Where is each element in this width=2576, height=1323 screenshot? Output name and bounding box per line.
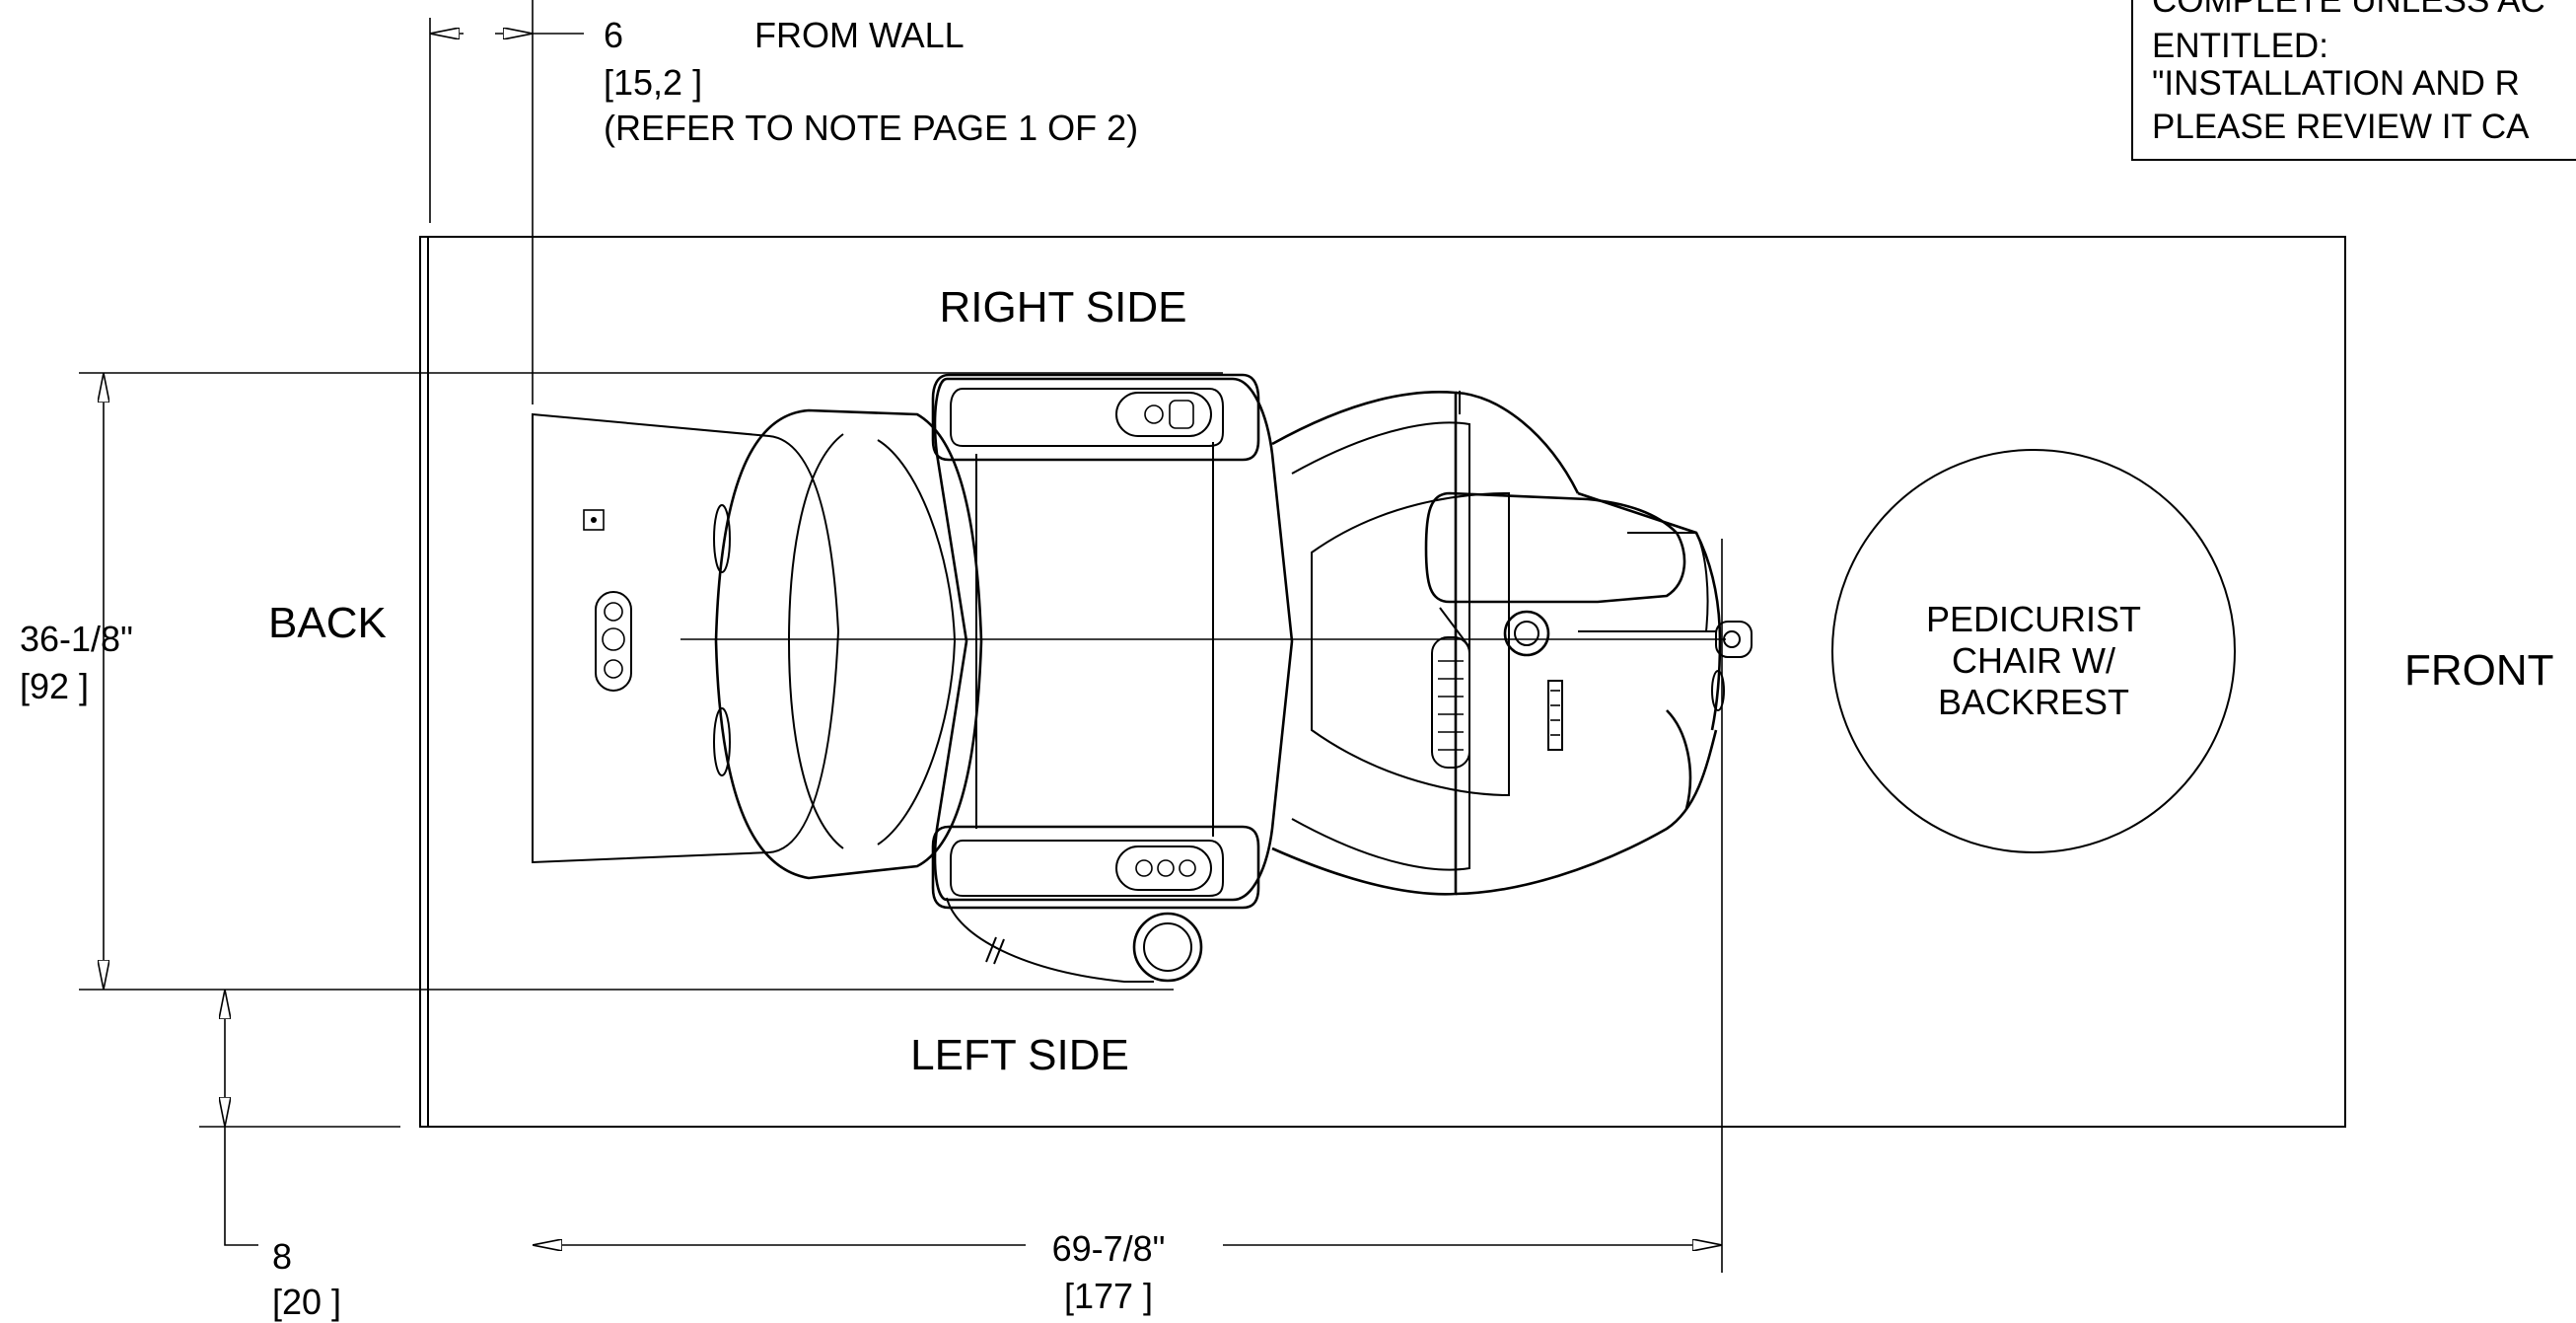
- right-armrest: [931, 373, 1260, 462]
- note-line-4: PLEASE REVIEW IT CA: [2152, 108, 2530, 146]
- chair-base-plate: [532, 412, 840, 864]
- note-line-3: "INSTALLATION AND R: [2152, 64, 2520, 103]
- pedicurist-chair-circle: [1831, 449, 2236, 853]
- width-dimension: 36-1/8" [92 ]: [20, 372, 1223, 991]
- length-dimension: 69-7/8" [177 ]: [533, 539, 1723, 1316]
- left-side-label: LEFT SIDE: [910, 1031, 1129, 1079]
- pedicurist-chair-line-2: CHAIR W/: [1952, 640, 2115, 681]
- left-armrest-remote: [1115, 845, 1212, 891]
- wall-clearance-metric: [15,2 ]: [604, 62, 702, 103]
- control-box-icon: [583, 509, 605, 531]
- right-armrest-remote: [1115, 392, 1212, 437]
- floor-area-outline: [419, 236, 2346, 1128]
- chair-seat: [933, 377, 1294, 902]
- side-clearance-dimension: 8 [20 ]: [199, 990, 400, 1322]
- basin-front-edge: [1577, 491, 1722, 731]
- wall-clearance-value: 6: [604, 15, 623, 55]
- drain-knob: [1503, 610, 1550, 657]
- foot-basin-inner: [1311, 491, 1510, 797]
- spray-handle: [1431, 636, 1470, 769]
- left-armrest: [931, 825, 1260, 910]
- width-dimension-imperial: 36-1/8": [20, 619, 133, 659]
- pedicurist-chair: PEDICURIST CHAIR W/ BACKREST: [1831, 449, 2236, 853]
- width-dimension-metric: [92 ]: [20, 666, 89, 706]
- wall-clearance-note: (REFER TO NOTE PAGE 1 OF 2): [604, 108, 1138, 148]
- pedicurist-chair-line-3: BACKREST: [1938, 682, 2129, 722]
- note-line-1: COMPLETE UNLESS AC: [2152, 0, 2545, 20]
- back-label: BACK: [268, 599, 387, 647]
- right-side-label: RIGHT SIDE: [939, 283, 1186, 331]
- installation-note-box: COMPLETE UNLESS AC ENTITLED: "INSTALLATI…: [2131, 0, 2576, 161]
- jet-buttons-panel: [595, 591, 632, 692]
- length-dimension-imperial: 69-7/8": [1052, 1228, 1166, 1269]
- footrest: [1424, 491, 1686, 604]
- note-line-2: ENTITLED:: [2152, 27, 2328, 65]
- wall-clearance-label: FROM WALL: [754, 15, 965, 55]
- spa-chair-top-view: [532, 373, 1753, 983]
- wall-clearance-dimension: 6 FROM WALL [15,2 ] (REFER TO NOTE PAGE …: [429, 0, 1138, 404]
- foot-basin-outer: [1271, 391, 1458, 896]
- front-label: FRONT: [2404, 646, 2554, 695]
- side-clearance-imperial: 8: [272, 1236, 292, 1277]
- side-clearance-metric: [20 ]: [272, 1282, 341, 1322]
- pedicurist-chair-line-1: PEDICURIST: [1926, 599, 2141, 639]
- length-dimension-metric: [177 ]: [1064, 1276, 1153, 1316]
- cup-holder: [1132, 912, 1203, 983]
